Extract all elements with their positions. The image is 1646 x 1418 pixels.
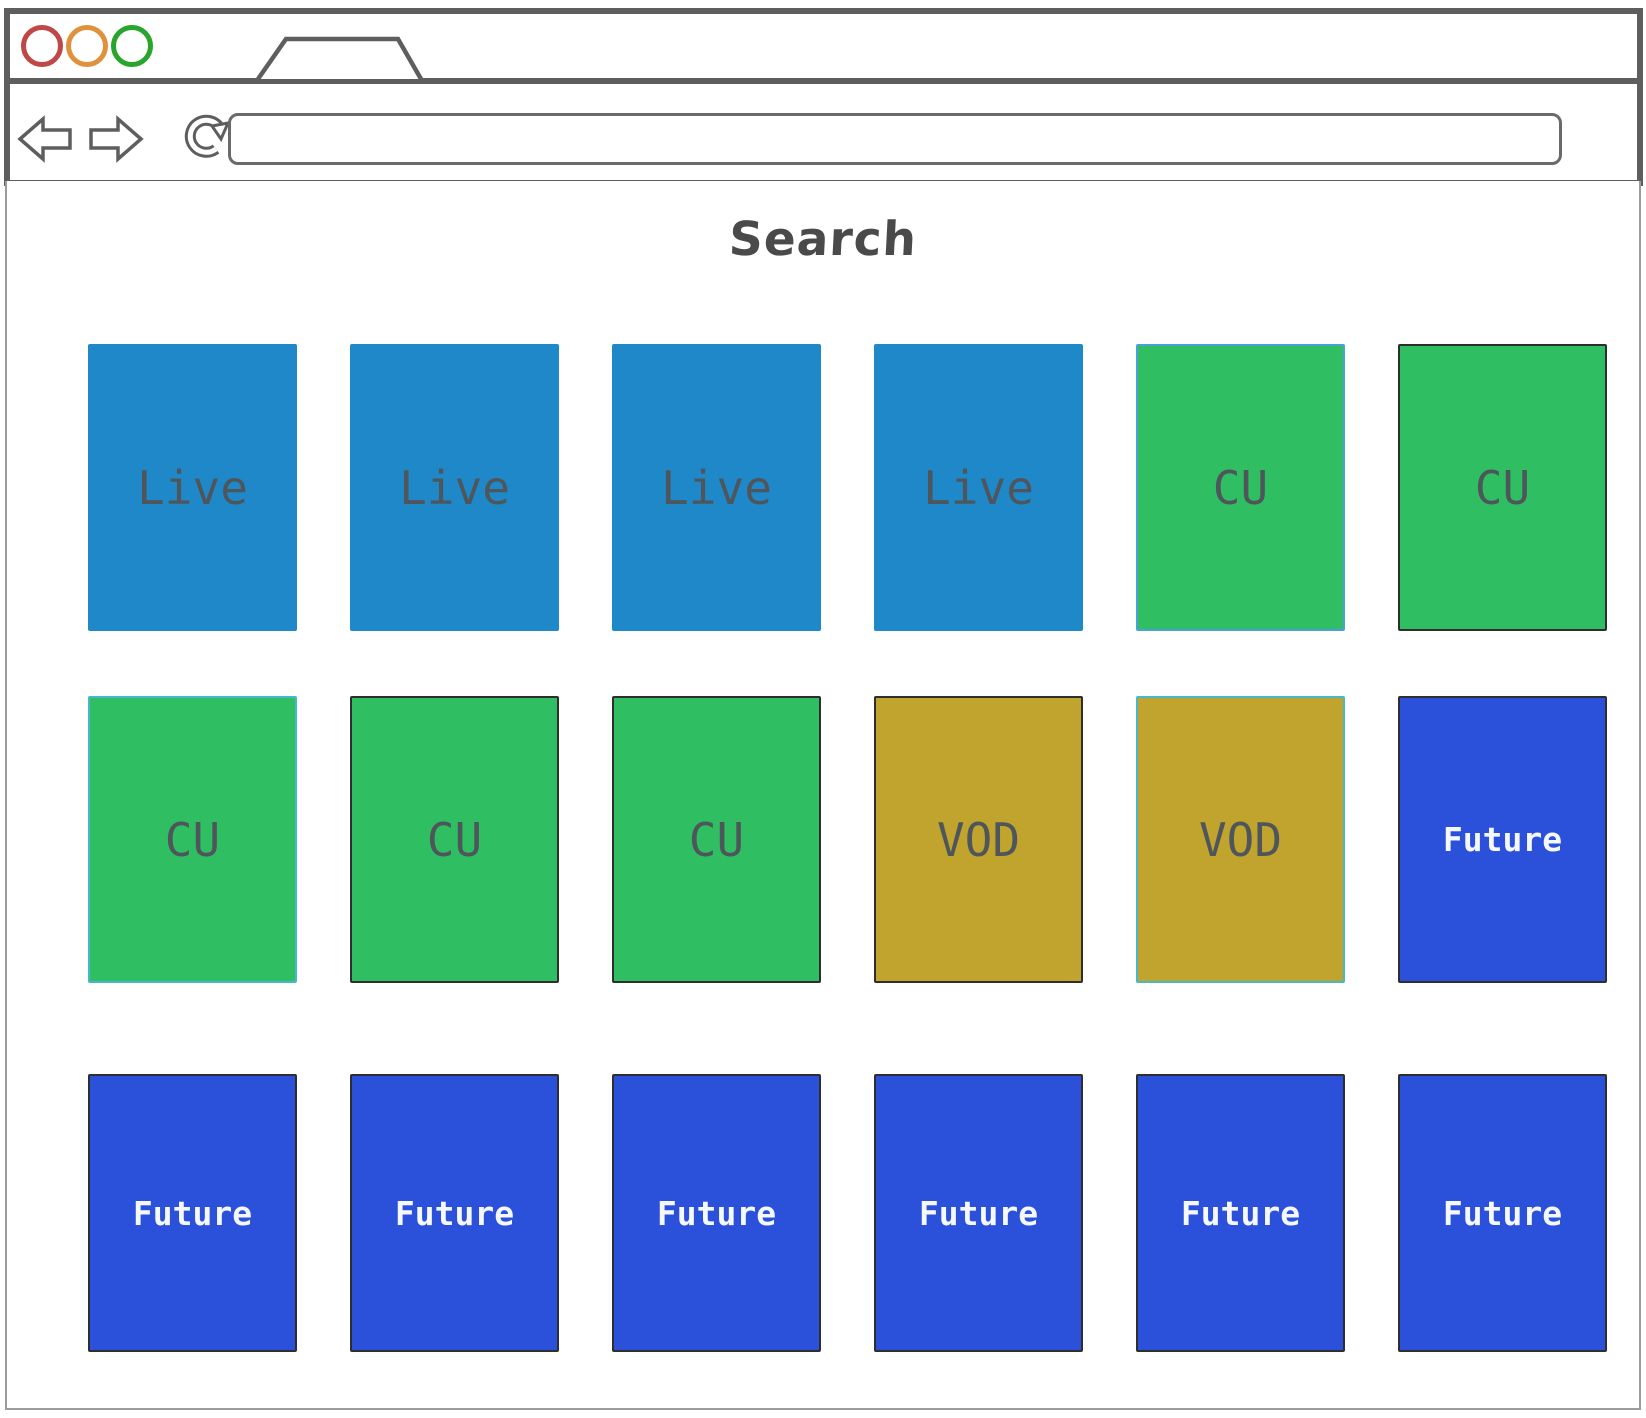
card-live[interactable]: Live bbox=[612, 344, 821, 631]
url-input[interactable] bbox=[228, 113, 1562, 165]
card-label: CU bbox=[1474, 460, 1531, 515]
minimize-button[interactable] bbox=[66, 25, 108, 67]
card-label: Future bbox=[1180, 1193, 1301, 1233]
card-label: CU bbox=[1212, 460, 1269, 515]
card-cu[interactable]: CU bbox=[1398, 344, 1607, 631]
card-label: Future bbox=[132, 1193, 253, 1233]
card-live[interactable]: Live bbox=[88, 344, 297, 631]
card-label: CU bbox=[164, 812, 221, 867]
card-label: Live bbox=[661, 460, 772, 515]
card-cu[interactable]: CU bbox=[1136, 344, 1345, 631]
close-button[interactable] bbox=[21, 25, 63, 67]
card-row: Future Future Future Future Future Future bbox=[88, 1074, 1639, 1352]
card-cu[interactable]: CU bbox=[88, 696, 297, 983]
back-icon[interactable] bbox=[17, 115, 73, 163]
card-label: CU bbox=[426, 812, 483, 867]
card-live[interactable]: Live bbox=[350, 344, 559, 631]
card-label: CU bbox=[688, 812, 745, 867]
maximize-button[interactable] bbox=[111, 25, 153, 67]
card-future[interactable]: Future bbox=[1398, 1074, 1607, 1352]
title-bar bbox=[10, 14, 1637, 84]
browser-window bbox=[4, 8, 1643, 186]
card-future[interactable]: Future bbox=[1398, 696, 1607, 983]
card-label: Future bbox=[918, 1193, 1039, 1233]
forward-icon[interactable] bbox=[88, 115, 144, 163]
card-label: Future bbox=[1442, 820, 1563, 859]
card-future[interactable]: Future bbox=[874, 1074, 1083, 1352]
card-future[interactable]: Future bbox=[1136, 1074, 1345, 1352]
card-future[interactable]: Future bbox=[612, 1074, 821, 1352]
card-vod[interactable]: VOD bbox=[874, 696, 1083, 983]
card-cu[interactable]: CU bbox=[350, 696, 559, 983]
nav-bar bbox=[10, 84, 1637, 180]
card-label: Live bbox=[399, 460, 510, 515]
card-row: CU CU CU VOD VOD Future bbox=[88, 696, 1639, 983]
card-label: Future bbox=[656, 1193, 777, 1233]
card-label: Future bbox=[394, 1193, 515, 1233]
card-row: Live Live Live Live CU CU bbox=[88, 344, 1639, 631]
browser-tab[interactable] bbox=[256, 36, 424, 80]
card-label: Live bbox=[923, 460, 1034, 515]
card-label: Live bbox=[137, 460, 248, 515]
card-live[interactable]: Live bbox=[874, 344, 1083, 631]
traffic-lights bbox=[21, 25, 153, 67]
card-future[interactable]: Future bbox=[88, 1074, 297, 1352]
page-title: Search bbox=[727, 212, 919, 267]
card-vod[interactable]: VOD bbox=[1136, 696, 1345, 983]
refresh-icon[interactable] bbox=[178, 104, 234, 164]
card-label: VOD bbox=[936, 812, 1021, 867]
card-cu[interactable]: CU bbox=[612, 696, 821, 983]
card-label: Future bbox=[1442, 1193, 1563, 1233]
card-label: VOD bbox=[1198, 812, 1283, 867]
card-future[interactable]: Future bbox=[350, 1074, 559, 1352]
